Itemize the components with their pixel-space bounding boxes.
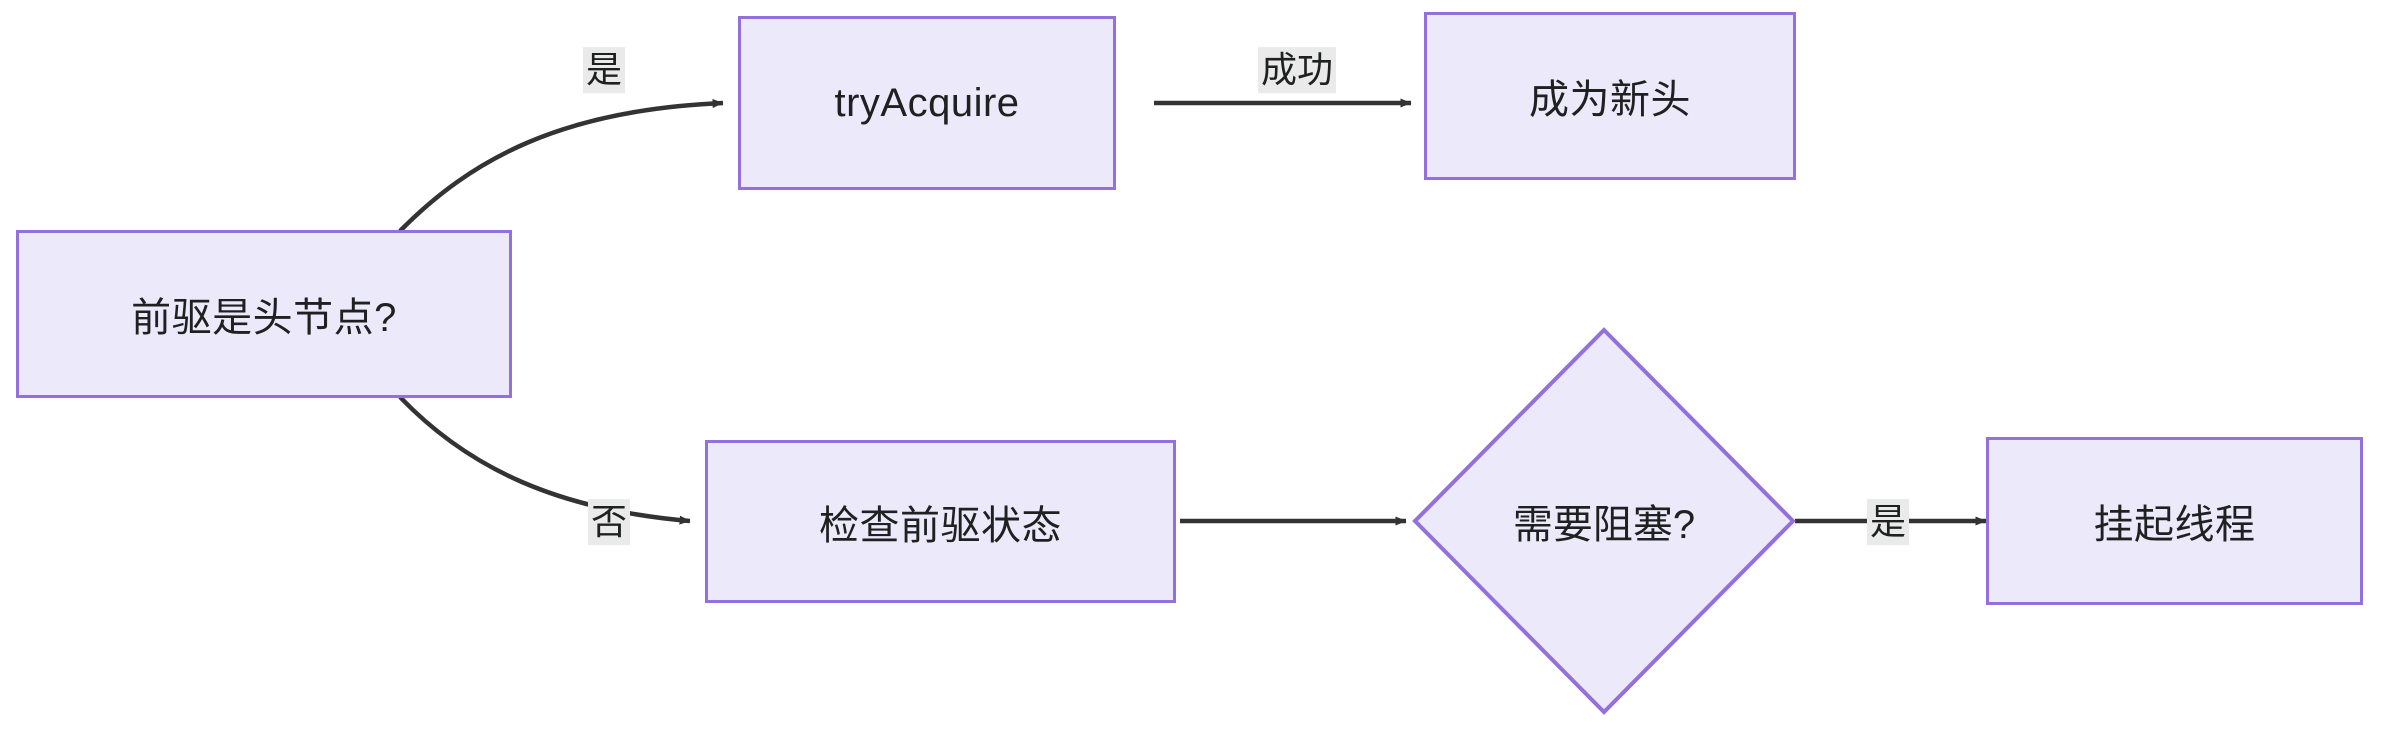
node-become-new-head[interactable]: 成为新头 xyxy=(1424,12,1796,180)
node-park-thread[interactable]: 挂起线程 xyxy=(1986,437,2363,605)
node-need-block-label: 需要阻塞? xyxy=(1512,503,1696,547)
edge-n1-n4 xyxy=(398,395,691,525)
node-check-predecessor-state[interactable]: 检查前驱状态 xyxy=(705,440,1176,603)
edge-label-yes-park-thread: 是 xyxy=(1866,499,1910,545)
diamond-shape xyxy=(1412,327,1796,715)
node-prev-is-head[interactable]: 前驱是头节点? xyxy=(16,230,512,398)
node-need-block[interactable]: 需要阻塞? xyxy=(1412,327,1796,715)
edge-n1-n2 xyxy=(398,98,724,233)
edge-label-no-check-state: 否 xyxy=(587,499,631,545)
edge-label-yes-try-acquire: 是 xyxy=(582,47,626,93)
node-try-acquire[interactable]: tryAcquire xyxy=(738,16,1116,190)
edge-label-success: 成功 xyxy=(1257,47,1337,93)
